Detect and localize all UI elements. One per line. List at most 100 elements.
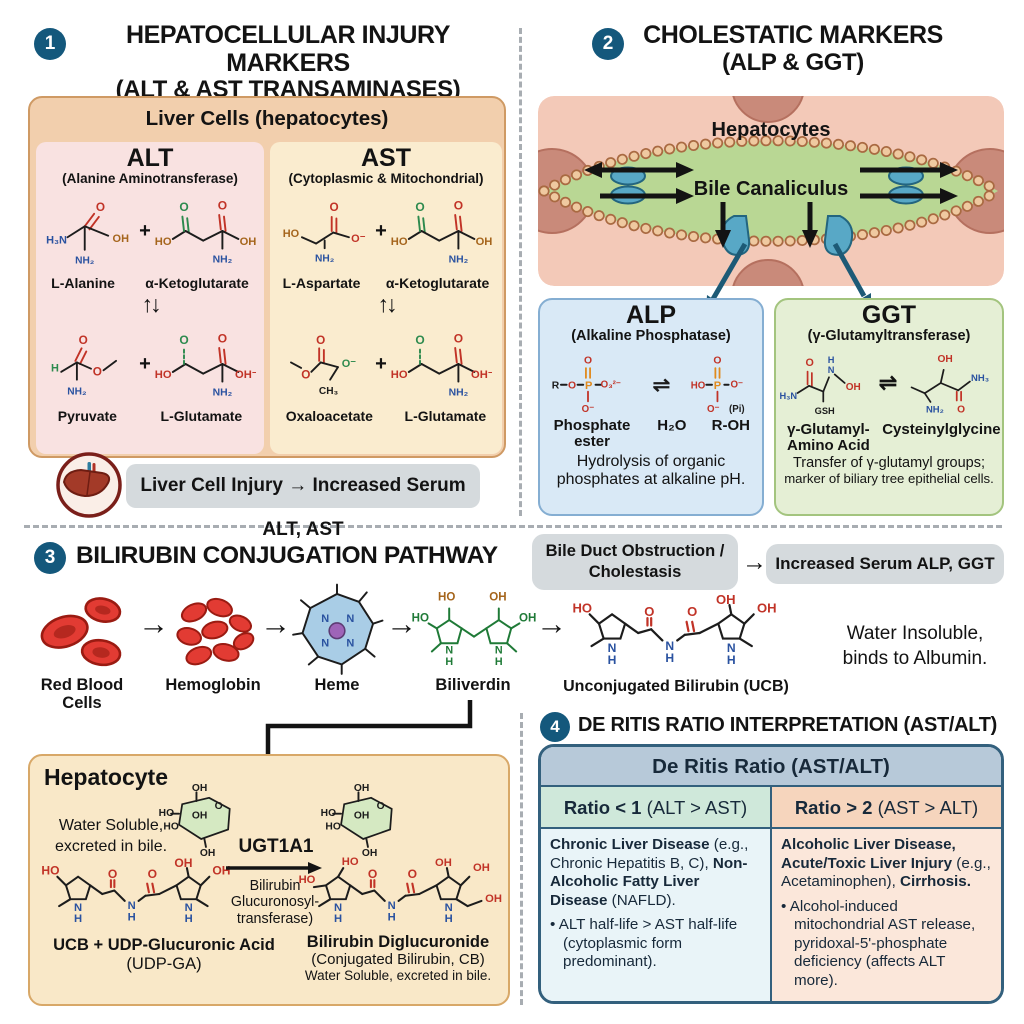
svg-text:OH⁻: OH⁻ xyxy=(235,369,256,381)
svg-text:N: N xyxy=(128,900,136,912)
svg-text:O: O xyxy=(96,201,105,214)
svg-text:O: O xyxy=(218,199,227,213)
svg-text:O: O xyxy=(568,381,576,392)
svg-text:H: H xyxy=(665,651,674,665)
svg-text:O: O xyxy=(713,356,721,367)
label-phosphate-ester: Phosphate ester xyxy=(553,417,631,450)
svg-text:O: O xyxy=(79,334,88,347)
svg-text:O: O xyxy=(805,357,813,369)
svg-text:H: H xyxy=(445,656,453,668)
svg-text:O: O xyxy=(179,333,188,347)
svg-text:OH: OH xyxy=(192,783,207,794)
svg-text:N: N xyxy=(665,639,674,653)
equilibrium-arrows-icon: ↑↓ xyxy=(377,291,398,318)
svg-text:HO: HO xyxy=(691,381,706,392)
svg-text:O: O xyxy=(218,332,227,346)
label-gamma-glutamyl-amino-acid: γ-Glutamyl- Amino Acid xyxy=(787,421,870,454)
svg-text:HO: HO xyxy=(41,864,59,878)
hepatocyte-nucleus xyxy=(731,96,805,123)
svg-text:OH: OH xyxy=(212,864,230,878)
label-red-blood-cells: Red Blood Cells xyxy=(40,676,124,713)
alt-subtitle: (Alanine Aminotransferase) xyxy=(62,171,238,187)
ast-subtitle: (Cytoplasmic & Mitochondrial) xyxy=(288,171,484,187)
svg-text:OH: OH xyxy=(938,354,953,365)
bile-canaliculus-illustration: Hepatocytes Bile Canaliculus xyxy=(538,96,1004,310)
pill1-line1: Bile Duct Obstruction / xyxy=(545,542,725,561)
section2-badge: 2 xyxy=(592,28,624,60)
svg-text:HO: HO xyxy=(283,228,300,240)
conjugated-bilirubin-label: Bilirubin Diglucuronide (Conjugated Bili… xyxy=(290,933,506,985)
svg-text:H: H xyxy=(445,913,453,925)
label-oxaloacetate: Oxaloacetate xyxy=(285,408,373,425)
ggt-description-line2: marker of biliary tree epithelial cells. xyxy=(784,470,994,486)
svg-text:NH₃: NH₃ xyxy=(971,373,989,384)
svg-text:⇌: ⇌ xyxy=(653,374,670,397)
svg-text:N: N xyxy=(445,902,453,914)
label-l-alanine: L-Alanine xyxy=(51,275,115,292)
svg-text:OH⁻: OH⁻ xyxy=(471,369,492,381)
svg-text:N: N xyxy=(74,902,82,914)
svg-text:O⁻: O⁻ xyxy=(351,233,366,245)
svg-text:H: H xyxy=(608,653,617,667)
hep-note-line2: excreted in bile. xyxy=(54,837,168,855)
svg-text:O⁻: O⁻ xyxy=(342,358,357,370)
svg-text:HO: HO xyxy=(163,822,178,833)
de-ritis-table-header: De Ritis Ratio (AST/ALT) xyxy=(541,747,1001,787)
label-l-glutamate: L-Glutamate xyxy=(160,408,243,425)
svg-text:O: O xyxy=(215,801,223,812)
increased-alp-ggt-pill: Increased Serum ALP, GGT xyxy=(766,544,1004,584)
svg-text:HO: HO xyxy=(391,236,408,248)
flow-arrow-icon: → xyxy=(742,548,767,576)
svg-text:O: O xyxy=(454,332,463,346)
svg-text:OH: OH xyxy=(757,600,777,615)
label-r-oh: R-OH xyxy=(711,417,750,435)
equilibrium-arrows-icon: ↑↓ xyxy=(141,291,162,318)
svg-text:NH₂: NH₂ xyxy=(212,255,232,266)
label-cysteinylglycine: Cysteinylglycine xyxy=(882,421,1001,439)
svg-text:O⁻: O⁻ xyxy=(731,380,744,391)
label-l-aspartate: L-Aspartate xyxy=(282,275,361,292)
svg-text:N: N xyxy=(388,900,396,912)
plus-sign: + xyxy=(139,352,151,375)
divider-vertical-bottom xyxy=(520,713,523,1005)
svg-text:HO: HO xyxy=(155,236,172,248)
svg-text:OH: OH xyxy=(475,236,491,248)
svg-text:HO: HO xyxy=(572,600,592,615)
label-akg: α-Ketoglutarate xyxy=(385,275,490,292)
ugt1a1-label: UGT1A1 xyxy=(238,836,314,857)
svg-text:O: O xyxy=(415,333,424,347)
svg-text:P: P xyxy=(585,380,592,392)
svg-text:O: O xyxy=(415,200,424,214)
svg-text:NH₂: NH₂ xyxy=(926,405,944,416)
plus-sign: + xyxy=(139,219,151,242)
ast-title: AST xyxy=(361,144,411,172)
liver-cells-panel: Liver Cells (hepatocytes) ALT (Alanine A… xyxy=(28,96,506,458)
svg-text:OH: OH xyxy=(489,592,506,604)
svg-text:O⁻: O⁻ xyxy=(582,404,595,415)
svg-text:OH: OH xyxy=(473,862,490,874)
section4-title: DE RITIS RATIO INTERPRETATION (AST/ALT) xyxy=(578,714,998,736)
bile-canaliculus-label: Bile Canaliculus xyxy=(694,178,849,200)
svg-text:H: H xyxy=(51,363,59,375)
ggt-subtitle: (γ-Glutamyltransferase) xyxy=(807,328,971,345)
cb-label-line1: Bilirubin Diglucuronide xyxy=(306,933,490,951)
label-heme: Heme xyxy=(314,676,360,694)
svg-text:N: N xyxy=(608,641,617,655)
svg-text:H: H xyxy=(128,911,136,923)
flow-arrow-icon: → xyxy=(260,606,291,641)
ggt-description-line1: Transfer of γ-glutamyl groups; xyxy=(792,454,986,471)
svg-text:HO: HO xyxy=(325,822,340,833)
ratio-lt1-cell: Chronic Liver Disease (e.g., Chronic Hep… xyxy=(541,829,772,1001)
svg-text:NH₂: NH₂ xyxy=(67,387,86,398)
